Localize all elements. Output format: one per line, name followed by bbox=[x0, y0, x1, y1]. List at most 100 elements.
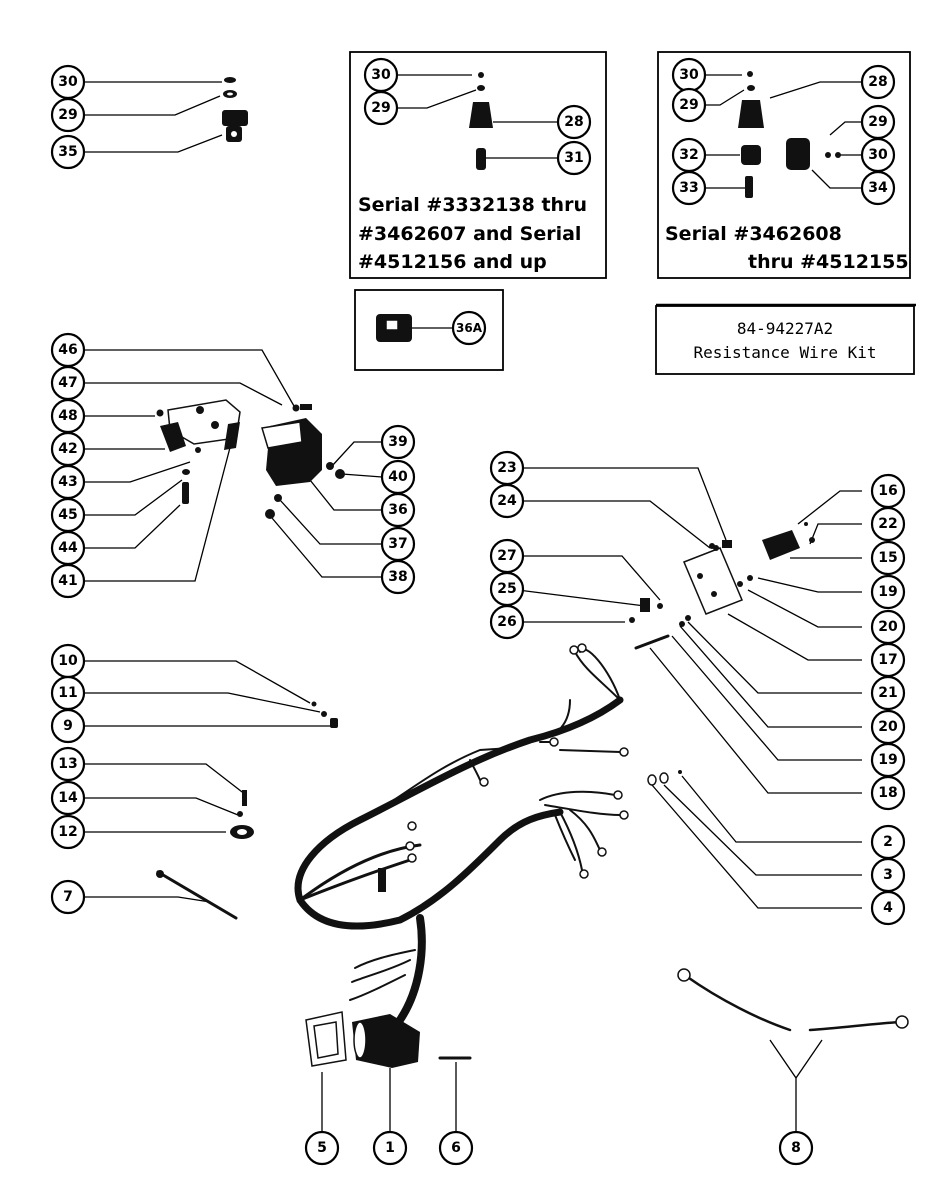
callout-48: 48 bbox=[50, 398, 86, 434]
svg-text:37: 37 bbox=[388, 536, 407, 552]
svg-text:27: 27 bbox=[497, 548, 516, 564]
svg-text:28: 28 bbox=[868, 74, 887, 90]
svg-text:21: 21 bbox=[878, 685, 897, 701]
callout-5: 5 bbox=[304, 1130, 340, 1166]
kit-part-number: 84-94227A2 bbox=[737, 319, 833, 338]
kit-description: Resistance Wire Kit bbox=[693, 343, 876, 362]
callout-18: 18 bbox=[870, 775, 906, 811]
callout-4: 4 bbox=[870, 890, 906, 926]
parts-inset-left bbox=[469, 72, 493, 170]
parts-ignition-switch bbox=[156, 399, 345, 519]
callout-25: 25 bbox=[489, 571, 525, 607]
svg-text:43: 43 bbox=[58, 474, 77, 490]
svg-text:11: 11 bbox=[58, 685, 77, 701]
callout-40: 40 bbox=[380, 459, 416, 495]
callout-30-top-left: 30 bbox=[50, 64, 86, 100]
leader-lines bbox=[84, 74, 862, 1148]
callout-29-inset-left: 29 bbox=[363, 90, 399, 126]
svg-text:1: 1 bbox=[385, 1140, 395, 1156]
kit-box: 84-94227A2 Resistance Wire Kit bbox=[655, 303, 916, 375]
svg-text:41: 41 bbox=[58, 573, 77, 589]
callout-34: 34 bbox=[860, 170, 896, 206]
svg-text:39: 39 bbox=[388, 434, 407, 450]
svg-text:8: 8 bbox=[791, 1140, 801, 1156]
svg-text:26: 26 bbox=[497, 614, 516, 630]
callout-36: 36 bbox=[380, 492, 416, 528]
switch-part-35 bbox=[222, 110, 248, 142]
svg-text:42: 42 bbox=[58, 441, 77, 457]
parts-inset-right bbox=[738, 71, 841, 198]
callout-23: 23 bbox=[489, 450, 525, 486]
callout-45: 45 bbox=[50, 497, 86, 533]
svg-text:45: 45 bbox=[58, 507, 77, 523]
callout-19-upper: 19 bbox=[870, 574, 906, 610]
svg-text:30: 30 bbox=[371, 67, 391, 83]
callout-46: 46 bbox=[50, 332, 86, 368]
svg-text:29: 29 bbox=[868, 114, 887, 130]
callout-8: 8 bbox=[778, 1130, 814, 1166]
callout-28-inset-right: 28 bbox=[860, 64, 896, 100]
svg-text:9: 9 bbox=[63, 718, 73, 734]
callout-13: 13 bbox=[50, 746, 86, 782]
svg-text:28: 28 bbox=[564, 114, 583, 130]
parts-small-right bbox=[647, 770, 682, 786]
callout-36a: 36A bbox=[451, 310, 487, 346]
serial-line-1: Serial #3462608 bbox=[665, 223, 842, 245]
svg-text:38: 38 bbox=[388, 569, 407, 585]
svg-text:19: 19 bbox=[878, 584, 897, 600]
callout-17: 17 bbox=[870, 642, 906, 678]
callout-27: 27 bbox=[489, 538, 525, 574]
svg-text:46: 46 bbox=[58, 342, 77, 358]
callout-30-inset-right-b: 30 bbox=[860, 137, 896, 173]
callout-38: 38 bbox=[380, 559, 416, 595]
svg-text:15: 15 bbox=[878, 550, 897, 566]
serial-line-2: thru #4512155 bbox=[748, 251, 909, 273]
callout-20-upper: 20 bbox=[870, 609, 906, 645]
callout-10: 10 bbox=[50, 643, 86, 679]
callout-31: 31 bbox=[556, 140, 592, 176]
callout-14: 14 bbox=[50, 780, 86, 816]
callout-37: 37 bbox=[380, 526, 416, 562]
svg-text:22: 22 bbox=[878, 516, 897, 532]
svg-text:12: 12 bbox=[58, 824, 77, 840]
svg-text:31: 31 bbox=[564, 150, 583, 166]
callout-6: 6 bbox=[438, 1130, 474, 1166]
callout-30-inset-left: 30 bbox=[363, 57, 399, 93]
svg-text:34: 34 bbox=[868, 180, 888, 196]
svg-text:4: 4 bbox=[883, 900, 893, 916]
callout-3: 3 bbox=[870, 857, 906, 893]
svg-text:16: 16 bbox=[878, 483, 897, 499]
wiring-harness bbox=[294, 643, 629, 1059]
svg-text:29: 29 bbox=[58, 107, 77, 123]
svg-text:19: 19 bbox=[878, 752, 897, 768]
svg-text:20: 20 bbox=[878, 719, 898, 735]
svg-text:2: 2 bbox=[883, 834, 893, 850]
svg-text:20: 20 bbox=[878, 619, 898, 635]
callout-22: 22 bbox=[870, 506, 906, 542]
callout-30-inset-right: 30 bbox=[671, 57, 707, 93]
callout-29-inset-right: 29 bbox=[671, 87, 707, 123]
svg-text:30: 30 bbox=[679, 67, 699, 83]
callout-28-inset-left: 28 bbox=[556, 104, 592, 140]
svg-text:24: 24 bbox=[497, 493, 517, 509]
callout-12: 12 bbox=[50, 814, 86, 850]
callout-20-lower: 20 bbox=[870, 709, 906, 745]
callout-26: 26 bbox=[489, 604, 525, 640]
svg-text:32: 32 bbox=[679, 147, 698, 163]
parts-terminal-block bbox=[629, 522, 815, 650]
callout-11: 11 bbox=[50, 675, 86, 711]
parts-top-left bbox=[222, 77, 248, 142]
ground-strap-8 bbox=[677, 968, 909, 1032]
svg-text:14: 14 bbox=[58, 790, 78, 806]
callout-44: 44 bbox=[50, 530, 86, 566]
callout-15: 15 bbox=[870, 540, 906, 576]
callout-29-inset-right-b: 29 bbox=[860, 104, 896, 140]
svg-text:29: 29 bbox=[371, 100, 390, 116]
svg-text:44: 44 bbox=[58, 540, 78, 556]
svg-text:47: 47 bbox=[58, 375, 77, 391]
callout-24: 24 bbox=[489, 483, 525, 519]
svg-text:10: 10 bbox=[58, 653, 78, 669]
callout-2: 2 bbox=[870, 824, 906, 860]
svg-text:30: 30 bbox=[868, 147, 888, 163]
